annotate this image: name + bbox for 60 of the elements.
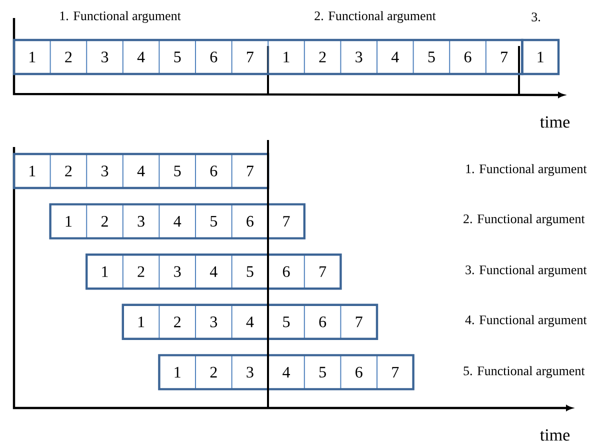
row-label: 4. Functional argument (465, 315, 587, 327)
row-label: 5. Functional argument (464, 366, 585, 378)
number-cell: 1 (538, 52, 544, 62)
number-cell: 7 (356, 316, 362, 328)
number-cell: 1 (284, 52, 290, 62)
number-cell: 2 (65, 52, 72, 62)
number-cell: 3 (356, 52, 362, 62)
number-cell: 6 (246, 216, 254, 227)
row-label: 1. Functional argument (466, 164, 587, 176)
number-cell: 7 (283, 216, 290, 227)
number-cell: 7 (247, 52, 254, 62)
number-cell: 1 (30, 52, 36, 62)
number-cell: 6 (464, 52, 472, 62)
number-cell: 4 (246, 316, 254, 328)
number-cell: 3 (102, 166, 108, 176)
number-cell: 2 (65, 166, 72, 176)
number-cell: 3 (246, 366, 254, 378)
number-cell: 2 (319, 52, 326, 62)
number-cell: 1 (30, 166, 36, 176)
number-cell: 4 (282, 366, 290, 378)
number-cell: 1 (102, 266, 108, 277)
number-cell: 6 (210, 52, 218, 62)
row-label: 2. Functional argument (464, 214, 585, 226)
segment-label: 3. (532, 12, 540, 22)
number-cell: 3 (138, 216, 144, 227)
number-cell: 2 (210, 366, 217, 378)
number-cell: 5 (210, 216, 218, 227)
number-cell: 6 (319, 316, 326, 328)
number-cell: 2 (174, 316, 180, 328)
number-cell: 4 (391, 52, 399, 62)
number-cell: 1 (138, 316, 144, 328)
segment-label: 2. Functional argument (314, 11, 436, 23)
axis-label: time (540, 116, 570, 128)
number-cell: 4 (174, 216, 182, 227)
number-cell: 3 (174, 266, 181, 277)
number-cell: 5 (174, 166, 181, 176)
number-cell: 4 (137, 52, 145, 62)
number-cell: 5 (174, 52, 181, 62)
number-cell: 1 (174, 366, 180, 378)
number-cell: 6 (210, 166, 218, 176)
number-cell: 5 (283, 316, 290, 328)
number-cell: 6 (282, 266, 290, 277)
axis-label: time (540, 429, 570, 441)
number-cell: 3 (210, 316, 218, 328)
number-cell: 6 (356, 366, 362, 378)
number-cell: 5 (246, 266, 254, 277)
number-cell: 5 (319, 366, 326, 378)
number-cell: 2 (101, 216, 108, 227)
number-cell: 7 (392, 366, 399, 378)
number-cell: 1 (66, 216, 72, 227)
number-cell: 4 (210, 266, 218, 277)
number-cell: 3 (102, 52, 108, 62)
row-label: 3. Functional argument (466, 265, 587, 277)
number-cell: 4 (137, 166, 145, 176)
number-cell: 7 (320, 266, 326, 277)
number-cell: 2 (138, 266, 144, 277)
number-cell: 7 (247, 166, 254, 176)
number-cell: 5 (428, 52, 435, 62)
segment-label: 1. Functional argument (60, 11, 181, 23)
number-cell: 7 (501, 52, 508, 62)
